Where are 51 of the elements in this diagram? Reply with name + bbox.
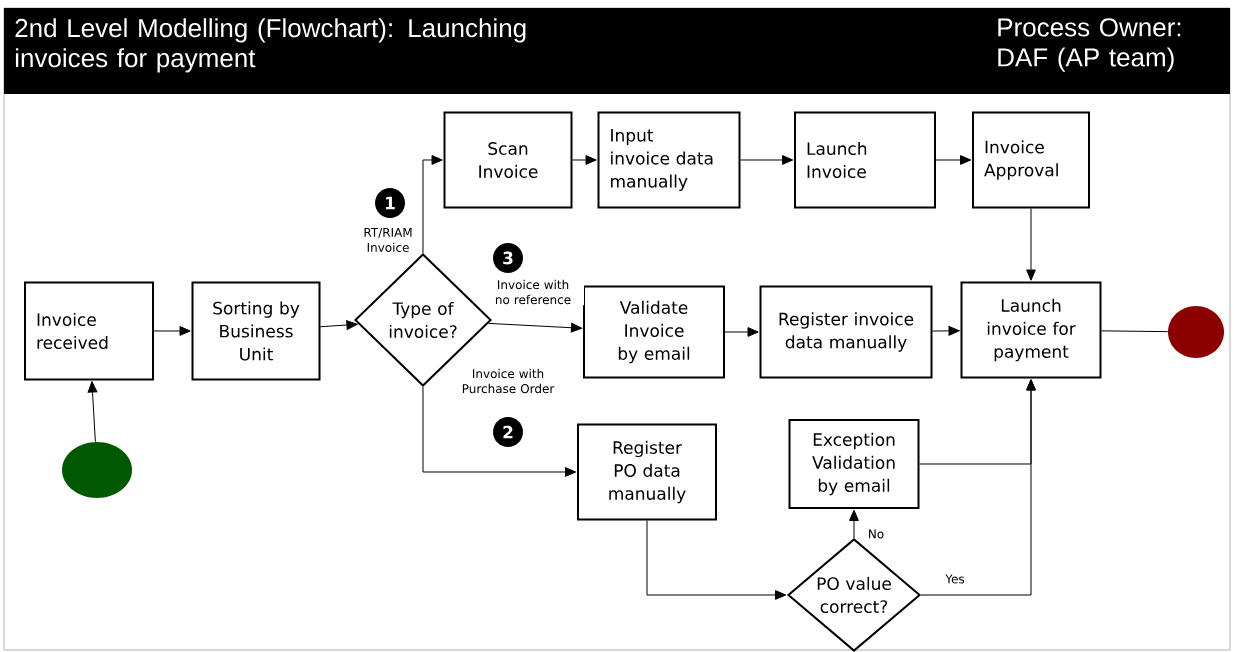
node-text: Invoice received: [37, 312, 108, 350]
callout-number: 3: [493, 243, 523, 273]
arrow: [320, 320, 358, 330]
arrow: [1026, 208, 1036, 281]
process-box: [24, 281, 154, 381]
process-box: [583, 285, 725, 379]
node-text: Sorting by Business Unit: [213, 301, 300, 361]
edge-label: No: [869, 529, 884, 539]
process-box: [960, 281, 1102, 379]
node-text: Type of invoice?: [389, 301, 457, 339]
header-text: Process Owner: DAF (AP team): [998, 18, 1181, 72]
callout-number: 1: [375, 188, 405, 218]
arrow: [849, 509, 859, 539]
node-text: Scan Invoice: [479, 142, 538, 178]
process-box: [577, 423, 717, 521]
process-box: [191, 281, 321, 381]
node-text: Launch Invoice: [807, 141, 867, 179]
process-box: [794, 111, 936, 209]
arrow: [422, 386, 577, 477]
edge-label: Invoice with no reference: [495, 279, 571, 305]
arrow: [740, 155, 794, 165]
callout-number: 2: [493, 417, 523, 447]
edge-label: Invoice with Purchase Order: [462, 368, 555, 394]
process-box: [443, 111, 573, 209]
node-text: Launch invoice for payment: [987, 298, 1076, 362]
edge-label: Yes: [945, 574, 965, 584]
node-text: Exception Validation by email: [812, 432, 895, 496]
arrow: [932, 326, 960, 336]
process-box: [597, 111, 741, 209]
arrow: [724, 327, 759, 337]
arrow: [153, 326, 191, 336]
arrow: [422, 155, 443, 254]
node-text: Invoice Approval: [984, 140, 1058, 180]
arrow: [572, 155, 597, 165]
node-text: Input invoice data manually: [611, 129, 713, 191]
arrow: [646, 520, 787, 600]
process-box: [759, 285, 933, 379]
node-text: Register invoice data manually: [779, 312, 914, 352]
start-circle: [62, 442, 132, 498]
title: 2nd Level Modelling (Flowchart): Launching invoices for payment: [15, 18, 526, 73]
process-box: [788, 419, 920, 509]
node-text: Validate Invoice by email: [618, 300, 690, 364]
arrow: [87, 381, 98, 443]
end-circle: [1168, 306, 1224, 358]
arrow: [488, 322, 583, 333]
arrow: [919, 379, 1036, 465]
node-text: Register PO data manually: [609, 440, 686, 504]
process-box: [972, 111, 1090, 209]
node-text: PO value correct?: [817, 576, 891, 614]
edge-label: RT/RIAM Invoice: [364, 228, 412, 252]
arrow: [935, 155, 972, 165]
